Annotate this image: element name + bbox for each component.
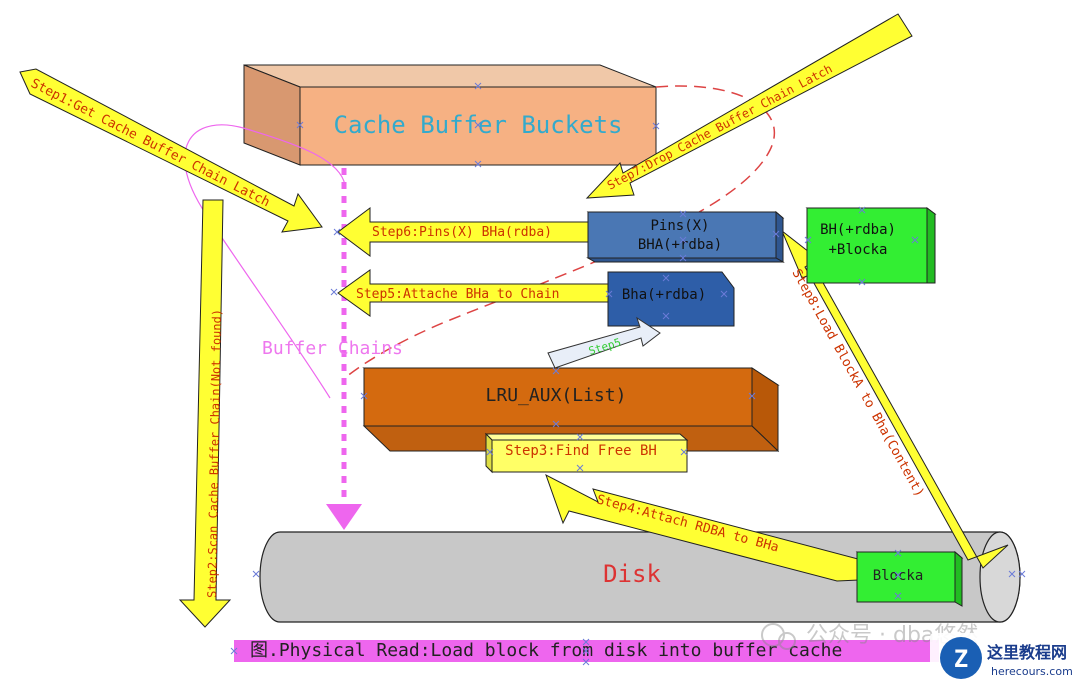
handle-mark	[360, 392, 368, 400]
handle-mark	[804, 236, 812, 244]
handle-mark	[662, 274, 670, 282]
handle-mark	[296, 121, 304, 129]
step5-label: Step5:Attache BHa to Chain	[356, 287, 560, 302]
handle-mark	[605, 290, 613, 298]
handle-mark	[680, 448, 688, 456]
lru-aux-label: LRU_AUX(List)	[486, 385, 627, 406]
handle-mark	[894, 549, 902, 557]
step5-small-arrow: Step5	[547, 316, 661, 369]
buffer-chain-arrowhead	[326, 504, 362, 530]
pins-label: Pins(X)	[650, 218, 709, 234]
handle-mark	[911, 236, 919, 244]
pins-bha-box: Pins(X) BHA(+rdba)	[586, 210, 785, 263]
handle-mark	[748, 392, 756, 400]
handle-mark	[652, 122, 660, 130]
lru-aux-box: LRU_AUX(List)	[362, 367, 780, 453]
bha-box: Bha(+rdba)	[607, 271, 735, 327]
connector-handles	[230, 82, 1026, 666]
handle-mark	[230, 647, 238, 655]
step6-label: Step6:Pins(X) BHa(rdba)	[372, 225, 552, 240]
handle-mark	[576, 464, 584, 472]
handle-mark	[474, 160, 482, 168]
handle-mark	[474, 82, 482, 90]
step2-label: Step2:Scan Cache Buffer Chain(Not found)	[205, 309, 224, 598]
handle-mark	[894, 592, 902, 600]
step3-label: Step3:Find Free BH	[505, 443, 657, 459]
step2-arrow: Step2:Scan Cache Buffer Chain(Not found)	[178, 199, 232, 628]
site-logo-icon	[940, 637, 982, 679]
step8-label: Step8:Load BlockA to Bha(Content)	[789, 267, 927, 500]
handle-mark	[252, 570, 260, 578]
handle-mark	[720, 290, 728, 298]
step5-arrow: Step5:Attache BHa to Chain	[337, 269, 609, 317]
handle-mark	[1018, 570, 1026, 578]
buffer-chains-label: Buffer Chains	[262, 338, 403, 359]
bh-rdba-label: BH(+rdba)	[820, 222, 896, 238]
handle-mark	[582, 647, 590, 655]
step5-small-label: Step5	[587, 336, 622, 358]
handle-mark	[858, 278, 866, 286]
handle-mark	[662, 312, 670, 320]
pins-bha-label: BHA(+rdba)	[638, 237, 722, 253]
step6-arrow: Step6:Pins(X) BHa(rdba)	[337, 207, 589, 257]
handle-mark	[330, 288, 338, 296]
handle-mark	[486, 448, 494, 456]
handle-mark	[552, 420, 560, 428]
step3-box: Step3:Find Free BH	[484, 432, 689, 474]
bh-blocka-box: BH(+rdba) +Blocka	[805, 207, 937, 284]
handle-mark	[474, 121, 482, 129]
handle-mark	[1008, 570, 1016, 578]
step1-label: Step1:Get Cache Buffer Chain Latch	[28, 76, 272, 210]
handle-mark	[552, 367, 560, 375]
wechat-icon	[761, 623, 785, 647]
cache-buffer-buckets-box: Cache Buffer Buckets	[243, 64, 657, 166]
blocka-label: Blocka	[873, 568, 924, 584]
site-url: herecours.com	[991, 665, 1073, 678]
handle-mark	[679, 210, 687, 218]
bha-label: Bha(+rdba)	[622, 287, 706, 303]
caption-text: 图.Physical Read:Load block from disk int…	[250, 640, 842, 661]
handle-mark	[679, 236, 687, 244]
handle-mark	[772, 230, 780, 238]
handle-mark	[582, 658, 590, 666]
site-logo: Z 这里教程网 herecours.com	[930, 633, 1078, 679]
handle-mark	[333, 228, 341, 236]
handle-mark	[858, 206, 866, 214]
bh-blocka-label: +Blocka	[828, 242, 887, 258]
svg-text:Z: Z	[954, 645, 968, 673]
handle-mark	[894, 571, 902, 579]
blocka-box: Blocka	[855, 550, 964, 607]
handle-mark	[679, 254, 687, 262]
handle-mark	[582, 638, 590, 646]
site-name: 这里教程网	[987, 643, 1067, 662]
disk-label: Disk	[603, 560, 661, 588]
handle-mark	[576, 433, 584, 441]
